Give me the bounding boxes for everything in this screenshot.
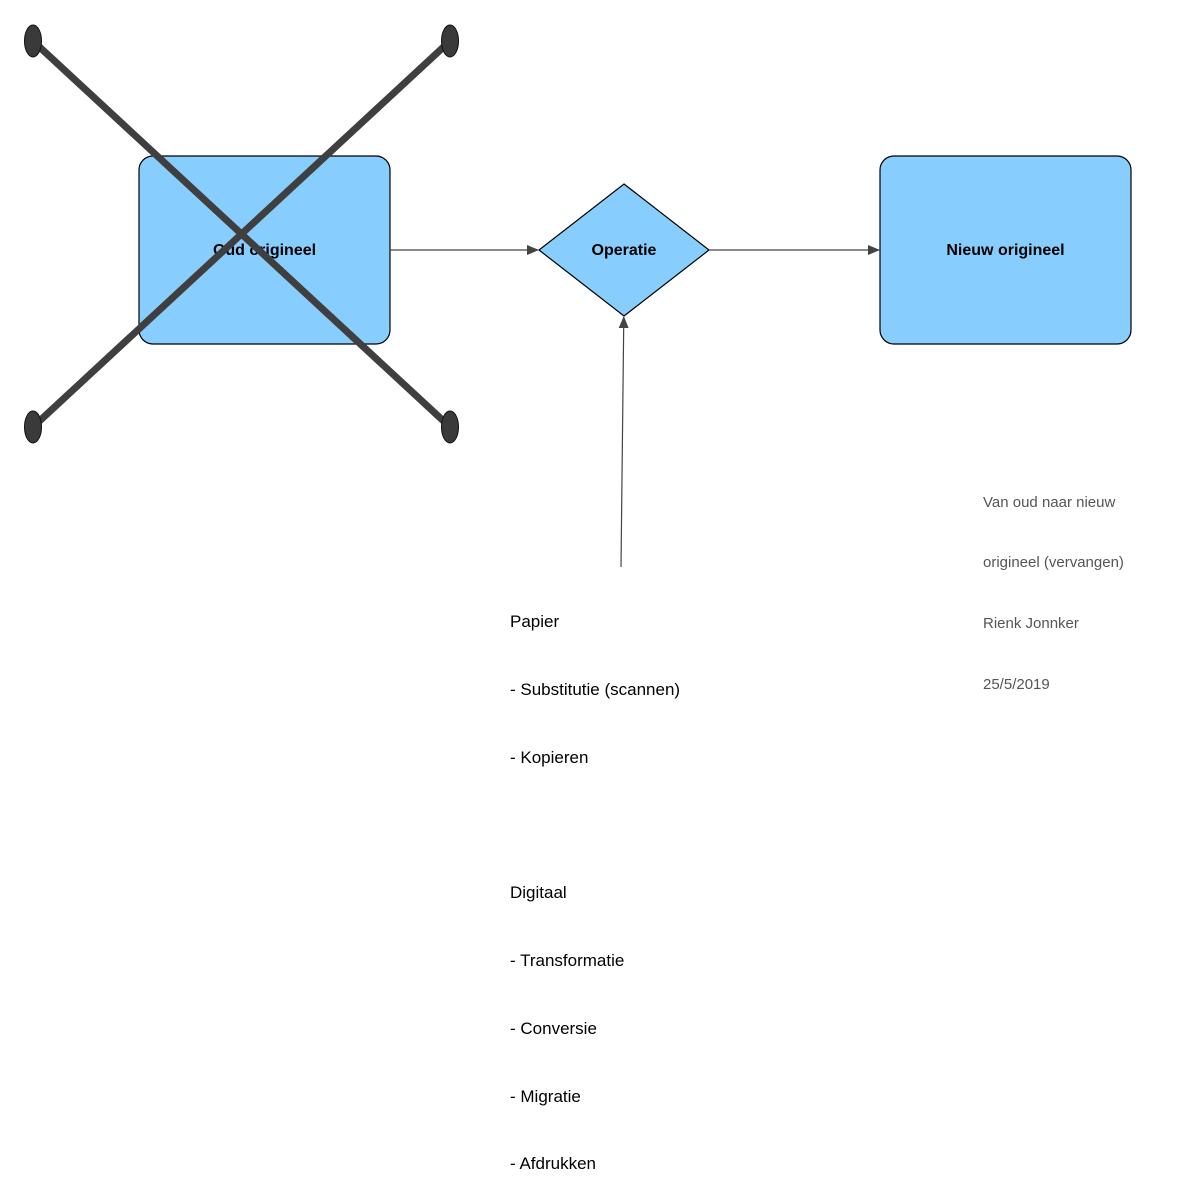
digital-heading: Digitaal	[510, 883, 567, 903]
credit-caption: Van oud naar nieuw origineel (vervangen)…	[983, 452, 1124, 716]
credit-line-2: origineel (vervangen)	[983, 554, 1124, 572]
cross-out-mark	[24, 24, 459, 444]
credit-line-1: Van oud naar nieuw	[983, 493, 1116, 511]
digital-item-migration: - Migratie	[510, 1086, 581, 1106]
digital-item-printing: - Afdrukken	[510, 1154, 596, 1174]
old-original-label: Oud origineel	[213, 242, 316, 259]
paper-heading: Papier	[510, 612, 560, 632]
digital-item-conversion: - Conversie	[510, 1018, 597, 1038]
arrow-note-to-operation	[618, 316, 629, 568]
paper-item-copying: - Kopieren	[510, 747, 589, 767]
credit-author: Rienk Jonnker	[983, 615, 1079, 633]
operation-node[interactable]: Operatie	[538, 183, 710, 317]
note-spacer	[510, 815, 680, 838]
operation-label: Operatie	[592, 242, 657, 259]
diagram-canvas: Oud origineel Operatie Nieuw origineel	[24, 24, 1132, 568]
new-original-label: Nieuw origineel	[946, 242, 1064, 259]
cross-handle-bottom-left[interactable]	[24, 410, 42, 444]
cross-handle-top-left[interactable]	[24, 24, 42, 58]
new-original-node[interactable]: Nieuw origineel	[879, 155, 1132, 345]
cross-handle-bottom-right[interactable]	[441, 410, 459, 444]
operations-note: Papier - Substitutie (scannen) - Kopiere…	[510, 566, 680, 1199]
cross-line-2	[29, 37, 454, 431]
paper-item-substitution: - Substitutie (scannen)	[510, 679, 681, 699]
credit-date: 25/5/2019	[983, 676, 1050, 694]
old-original-node[interactable]: Oud origineel	[138, 155, 391, 345]
digital-item-transformation: - Transformatie	[510, 951, 625, 971]
cross-handle-top-right[interactable]	[441, 24, 459, 58]
